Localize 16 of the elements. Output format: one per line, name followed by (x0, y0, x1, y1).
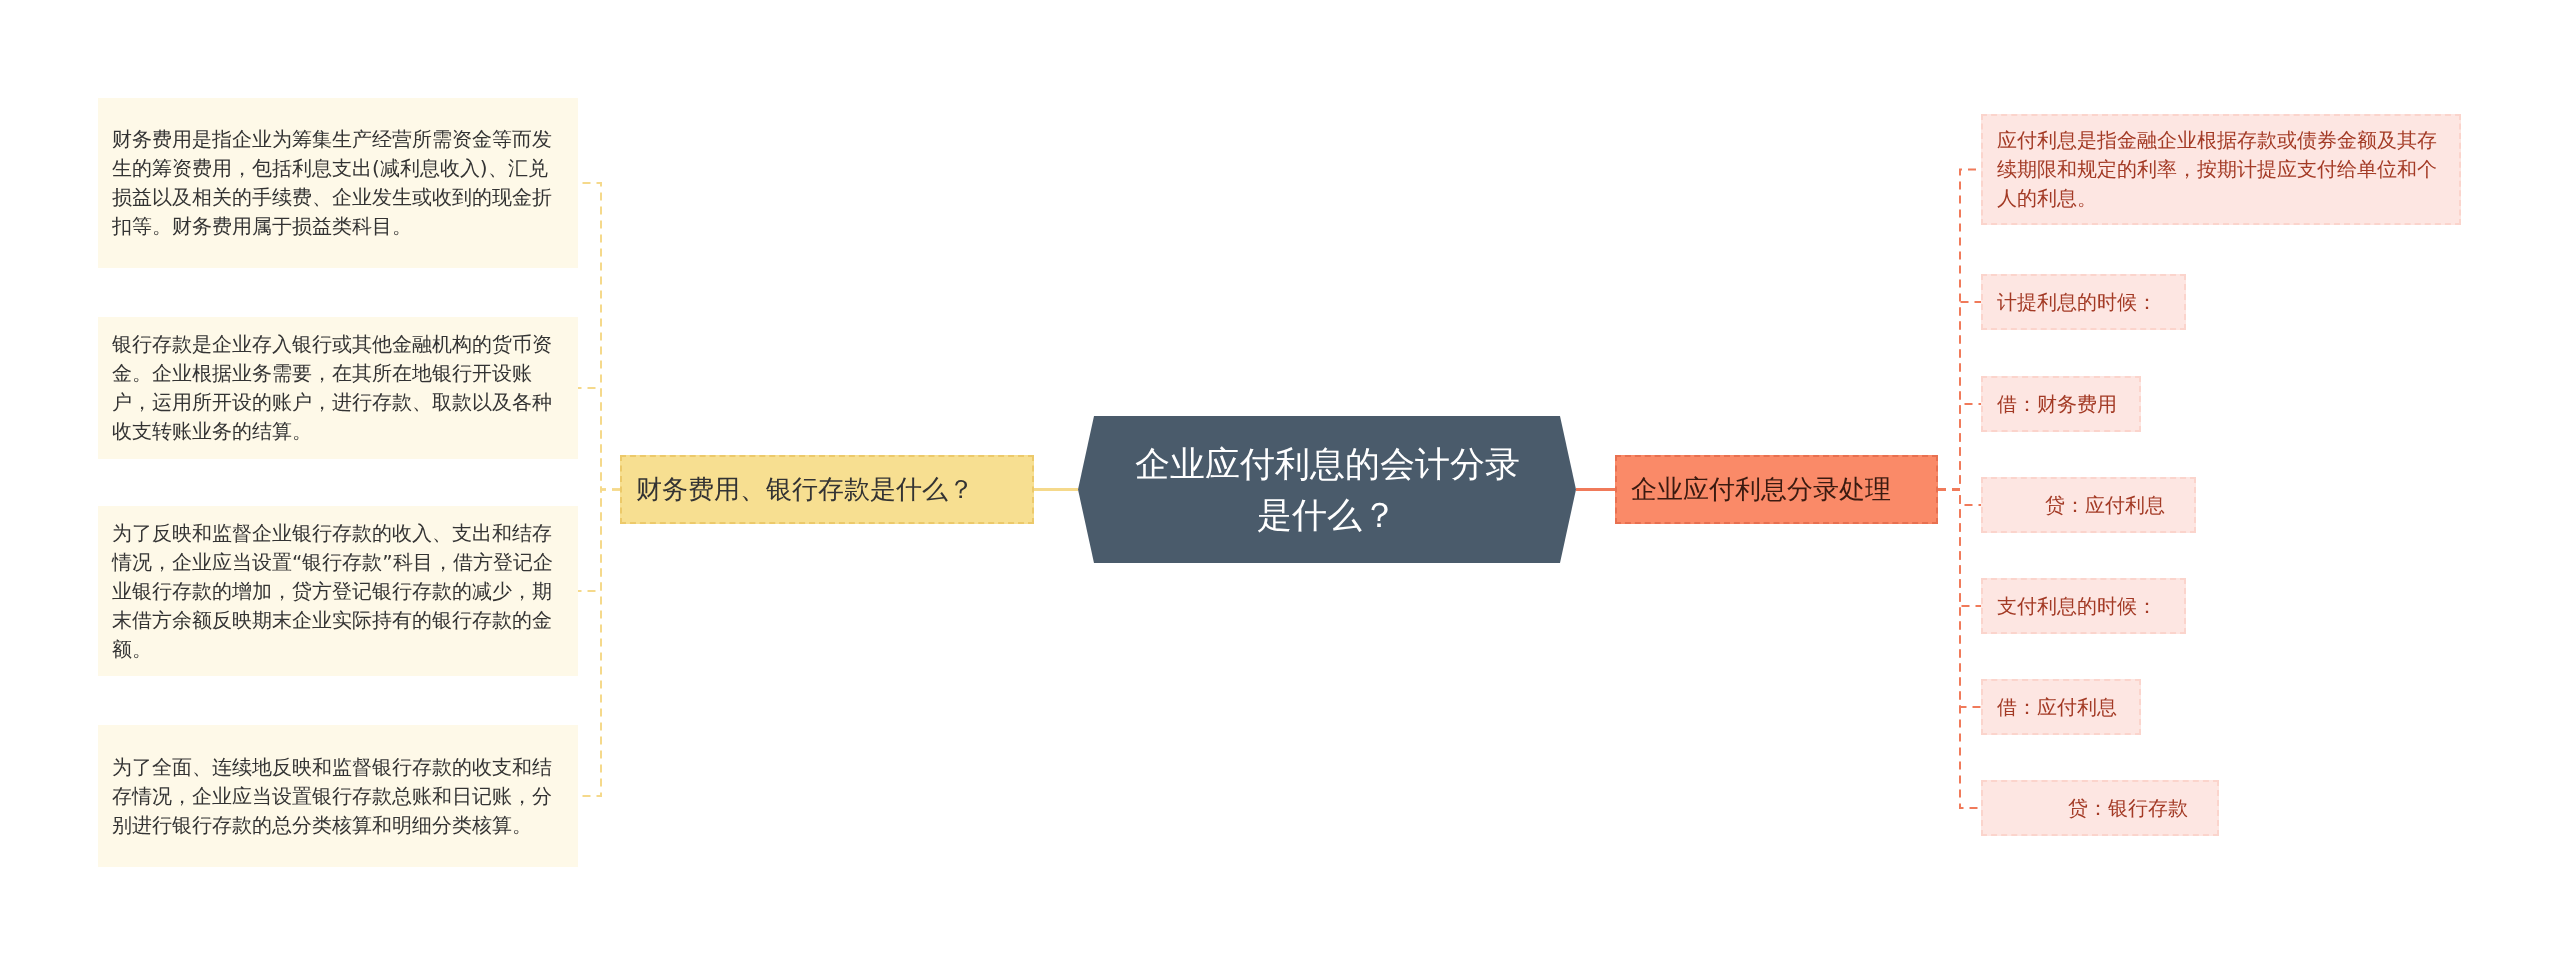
note-box: 支付利息的时候： (1981, 578, 2186, 634)
note-box: 应付利息是指金融企业根据存款或债券金额及其存续期限和规定的利率，按期计提应支付给单位和个人的利息。 (1981, 114, 2461, 225)
topic-box: 财务费用、银行存款是什么？ (620, 455, 1034, 524)
note-box: 计提利息的时候： (1981, 274, 2186, 330)
connector-line (1034, 488, 1078, 491)
topic-box: 企业应付利息分录处理 (1615, 455, 1938, 524)
central-topic-hexagon: 企业应付利息的会计分录是什么？ (1078, 416, 1576, 563)
note-box: 借：财务费用 (1981, 376, 2141, 432)
note-box: 为了反映和监督企业银行存款的收入、支出和结存情况，企业应当设置“银行存款”科目，借方登记企业银行存款的增加，贷方登记银行存款的减少，期末借方余额反映期末企业实际持有的银行存款的金额。 (98, 506, 578, 676)
note-box: 贷：应付利息 (1981, 477, 2196, 533)
note-box: 贷：银行存款 (1981, 780, 2219, 836)
connector-line (1576, 488, 1615, 491)
note-box: 银行存款是企业存入银行或其他金融机构的货币资金。企业根据业务需要，在其所在地银行开设账户，运用所开设的账户，进行存款、取款以及各种收支转账业务的结算。 (98, 317, 578, 459)
note-box: 财务费用是指企业为筹集生产经营所需资金等而发生的筹资费用，包括利息支出(减利息收入)、汇兑损益以及相关的手续费、企业发生或收到的现金折扣等。财务费用属于损益类科目。 (98, 98, 578, 268)
note-box: 借：应付利息 (1981, 679, 2141, 735)
note-box: 为了全面、连续地反映和监督银行存款的收支和结存情况，企业应当设置银行存款总账和日记账，分别进行银行存款的总分类核算和明细分类核算。 (98, 725, 578, 867)
